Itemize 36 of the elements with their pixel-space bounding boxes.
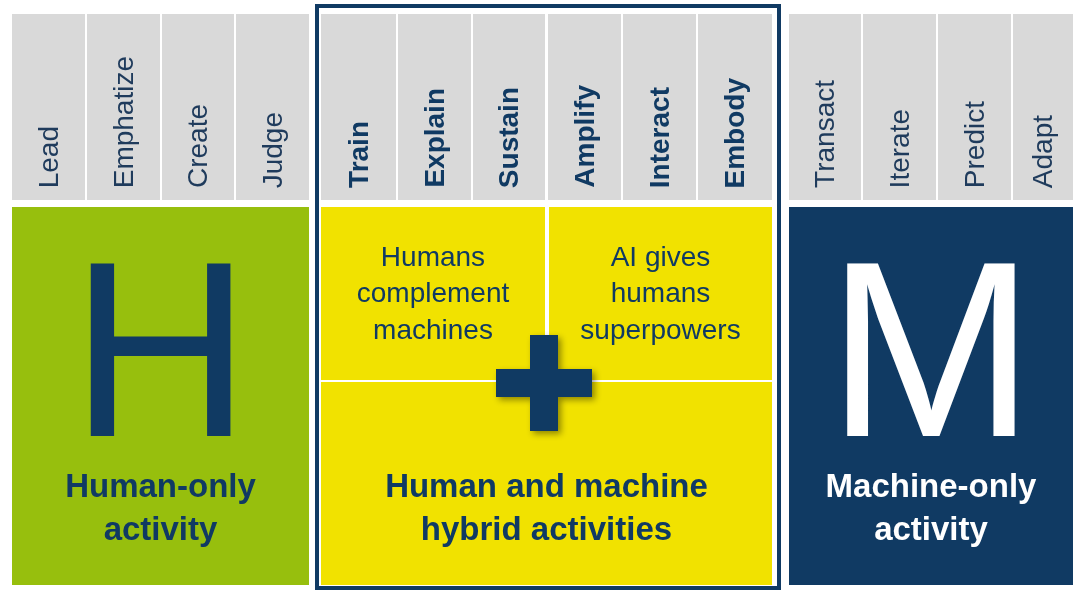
panel-title: Human and machine hybrid activities: [384, 466, 709, 549]
header-cell: [698, 14, 772, 200]
header-cell: [236, 14, 309, 200]
header-cell: [789, 14, 861, 200]
activity-label: Interact: [645, 86, 674, 188]
activity-label: Iterate: [885, 108, 914, 188]
panel-title: Machine-only activity: [824, 466, 1038, 549]
activity-label: Amplify: [570, 85, 599, 188]
activity-label: Embody: [721, 77, 749, 188]
activity-label: Lead: [34, 125, 63, 188]
header-cell: [87, 14, 160, 200]
activity-label: Sustain: [495, 86, 523, 188]
panel: [789, 207, 1073, 585]
activity-label: Adapt: [1029, 114, 1057, 188]
cell-text: Humans complement machines: [355, 240, 511, 347]
header-cell: [321, 14, 396, 200]
activity-label: Train: [344, 121, 373, 188]
header-cell: [473, 14, 545, 200]
cell-text: AI gives humans superpowers: [579, 240, 742, 347]
header-cell: [398, 14, 471, 200]
header-cell: [1013, 14, 1073, 200]
panel-title: Human-only activity: [64, 466, 257, 549]
activity-label: Emphatize: [109, 55, 138, 188]
header-cell: [162, 14, 234, 200]
header-cell: [548, 14, 621, 200]
header-cell: [12, 14, 85, 200]
activity-label: Create: [184, 103, 212, 188]
activity-label: Explain: [420, 88, 449, 188]
activity-label: Transact: [811, 80, 839, 188]
activity-label: Judge: [258, 111, 287, 188]
panel: [12, 207, 309, 585]
header-cell: [623, 14, 696, 200]
header-cell: [863, 14, 936, 200]
activity-label: Predict: [960, 100, 989, 188]
panel: [321, 207, 772, 585]
header-cell: [938, 14, 1011, 200]
